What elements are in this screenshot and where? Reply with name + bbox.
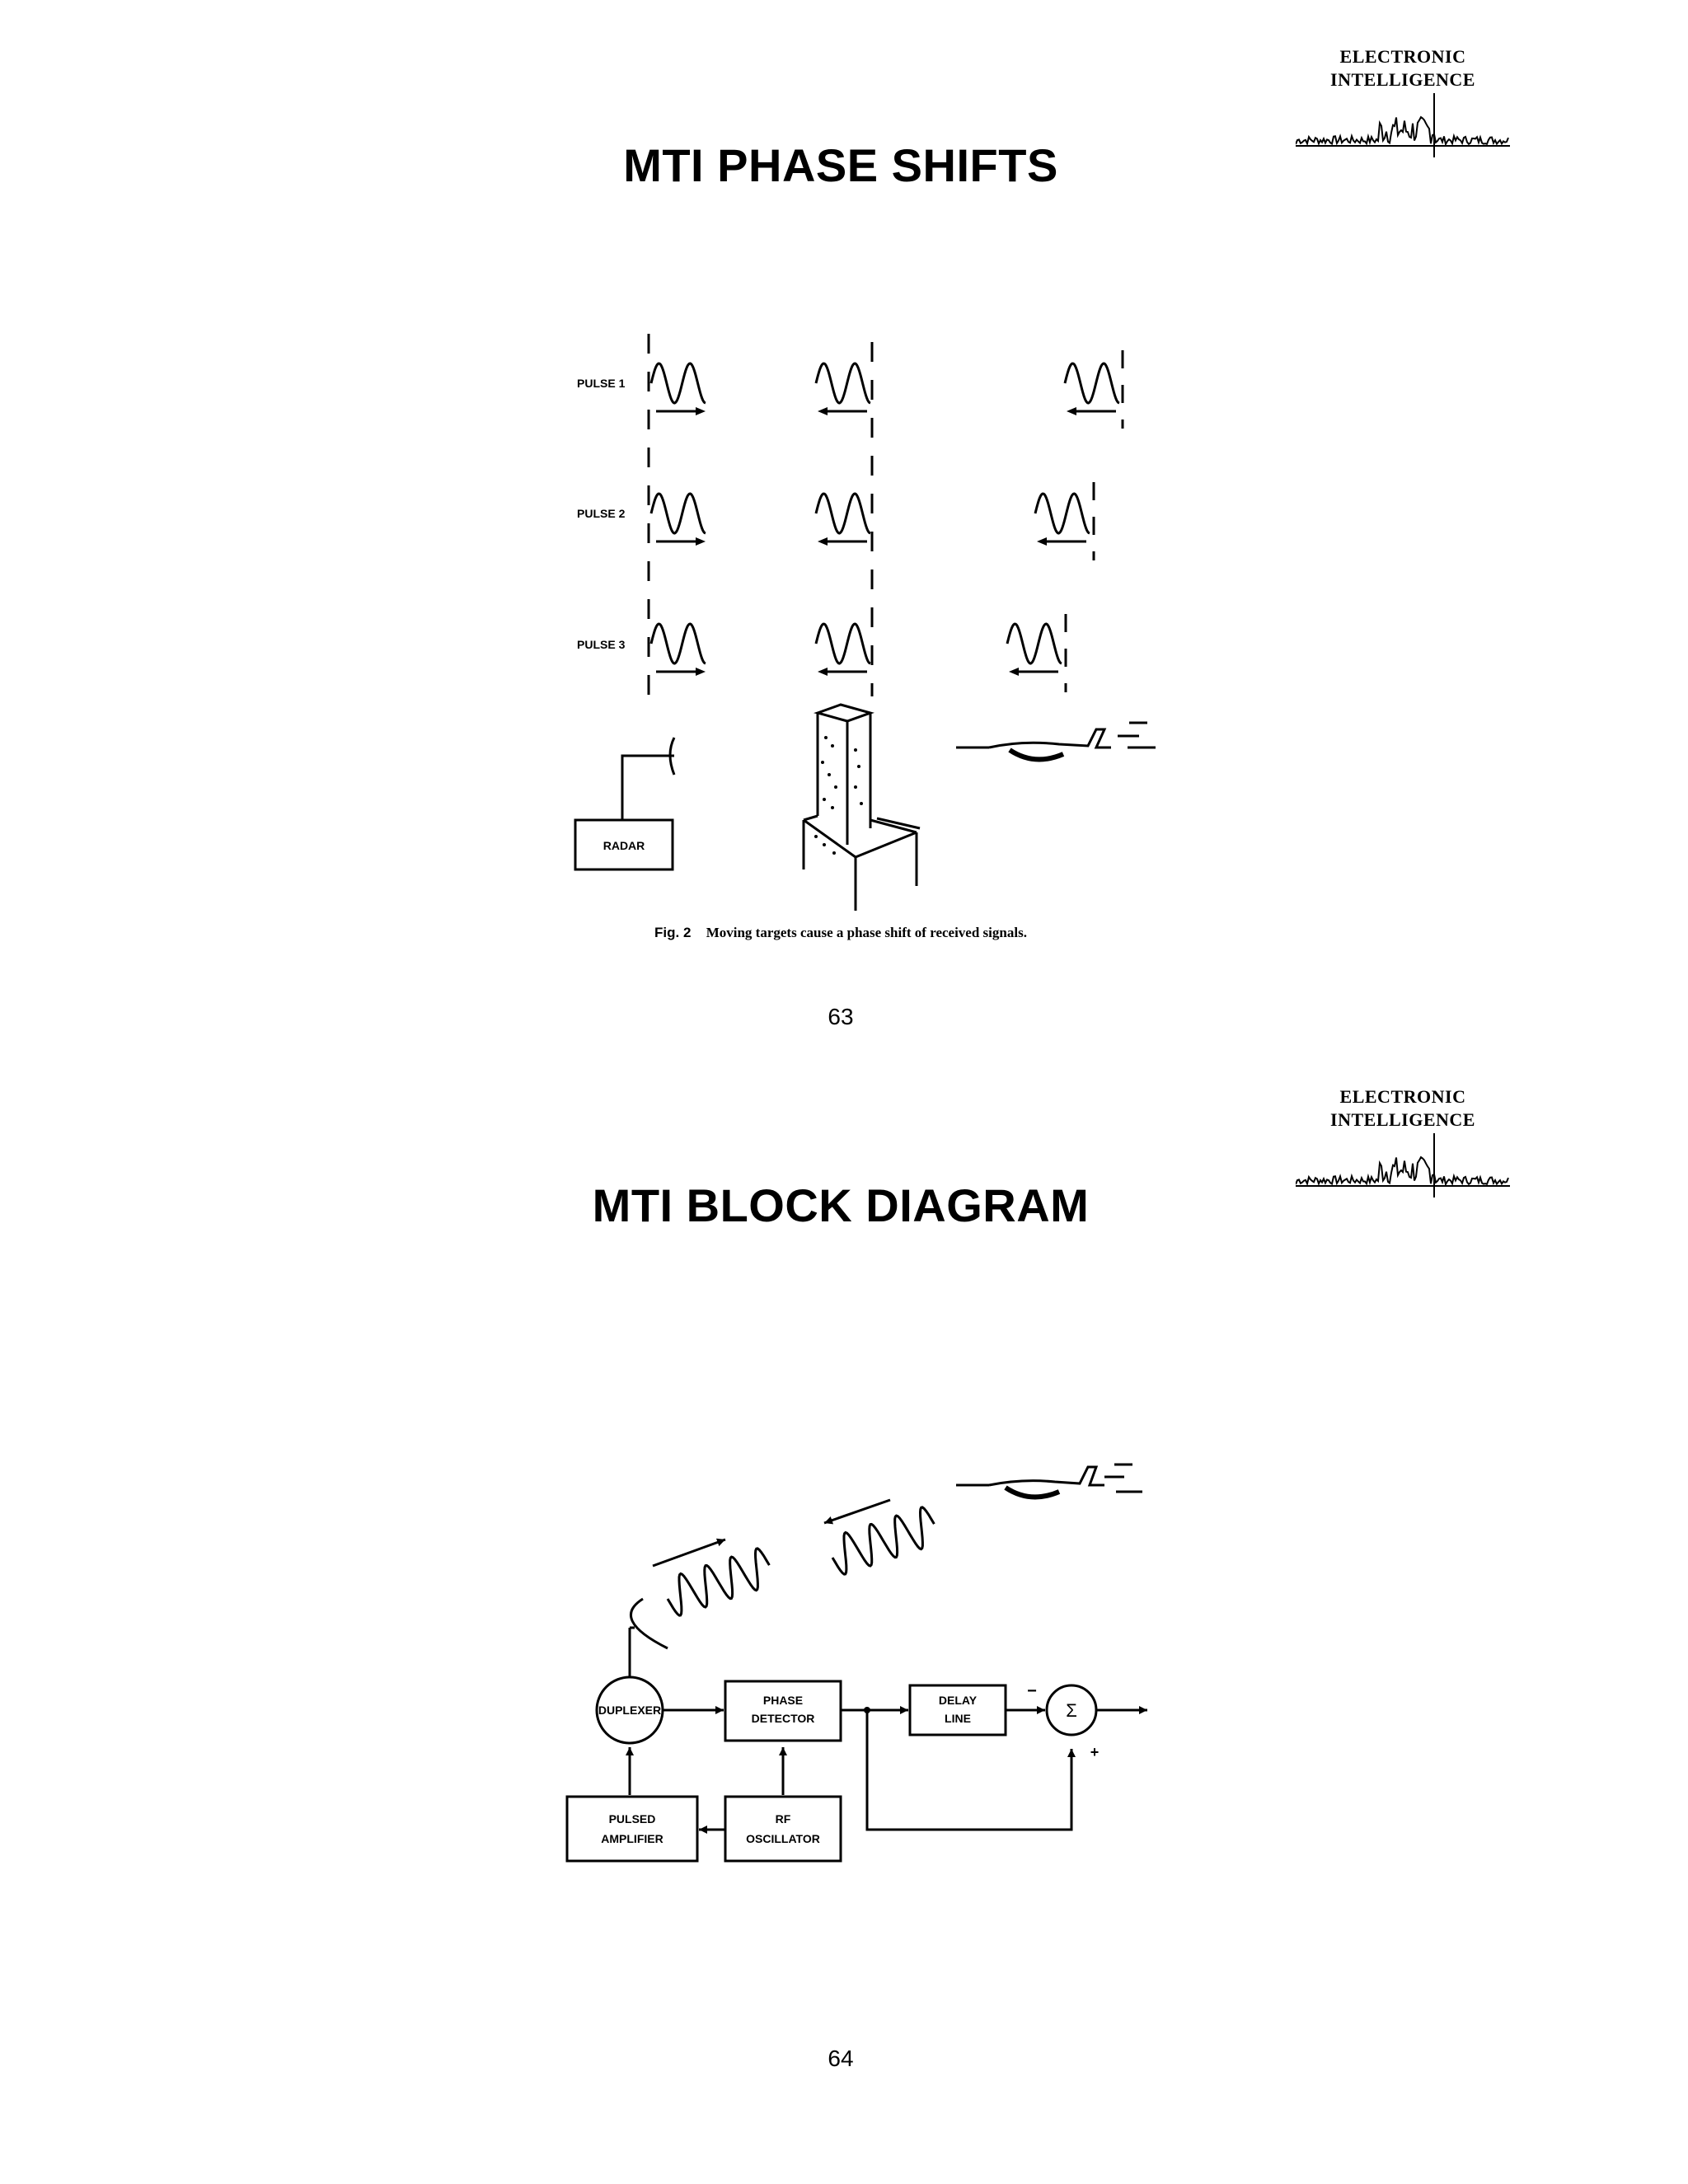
logo-top: ELECTRONIC INTELLIGENCE — [1296, 45, 1510, 169]
phase-shift-figure: PULSE 1 PULSE 2 PULSE 3 RADAR — [574, 334, 1156, 911]
svg-text:Σ: Σ — [1066, 1700, 1077, 1721]
pulse-wave — [1034, 492, 1090, 535]
arrow-head — [818, 407, 828, 415]
figure-caption-text: Moving targets cause a phase shift of re… — [706, 925, 1027, 940]
pulse-wave — [649, 622, 706, 665]
phase-detector-block: PHASE DETECTOR — [724, 1680, 842, 1742]
transmit-arrow — [652, 1538, 726, 1568]
aircraft-icon — [956, 1463, 1142, 1500]
arrow-head — [696, 407, 706, 415]
pulsed-amplifier-block: PULSED AMPLIFIER — [565, 1795, 699, 1863]
radar-label: RADAR — [603, 839, 645, 852]
rf-oscillator-block: RF OSCILLATOR — [724, 1795, 842, 1863]
pulse-waves — [649, 362, 1120, 676]
svg-text:PHASE: PHASE — [763, 1694, 803, 1707]
radar-box — [574, 818, 674, 871]
duplexer-block: DUPLEXER — [595, 1675, 664, 1745]
pulse-wave — [814, 622, 871, 665]
svg-text:OSCILLATOR: OSCILLATOR — [746, 1832, 820, 1845]
page-number: 64 — [828, 2046, 854, 2071]
page-number: 63 — [828, 1004, 854, 1029]
pulse-wave — [814, 492, 871, 535]
plus-sign: + — [1090, 1744, 1100, 1760]
logo-text: ELECTRONIC INTELLIGENCE — [1330, 46, 1475, 90]
figure-caption: Fig. 2 Moving targets cause a phase shif… — [0, 925, 1681, 941]
pulse-wave — [814, 362, 871, 405]
svg-text:DELAY: DELAY — [939, 1694, 978, 1707]
summer-block: Σ − + — [1027, 1682, 1099, 1760]
pulse-2-label: PULSE 2 — [577, 507, 626, 520]
pulse-wave — [649, 362, 706, 405]
pulse-wave — [649, 492, 706, 535]
svg-text:DETECTOR: DETECTOR — [752, 1712, 815, 1725]
logo-bottom: ELECTRONIC INTELLIGENCE — [1296, 1085, 1510, 1209]
page-title: MTI PHASE SHIFTS — [623, 139, 1058, 191]
pulse-wave — [1063, 362, 1120, 405]
transmitted-returned-waves — [652, 1498, 935, 1617]
building-windows — [814, 736, 863, 855]
arrow-head — [1009, 668, 1019, 676]
svg-text:DUPLEXER: DUPLEXER — [598, 1704, 661, 1717]
svg-text:LINE: LINE — [945, 1712, 971, 1725]
arrow-head — [818, 537, 828, 546]
arrow-head — [1037, 537, 1047, 546]
returned-wave — [831, 1506, 935, 1576]
arrow-head — [818, 668, 828, 676]
aircraft-icon — [956, 721, 1156, 762]
svg-text:RF: RF — [776, 1812, 791, 1825]
pulse-wave — [1006, 622, 1062, 665]
page-title: MTI BLOCK DIAGRAM — [592, 1179, 1090, 1231]
radar-dish-icon — [629, 1597, 668, 1650]
arrow-head — [696, 537, 706, 546]
svg-text:AMPLIFIER: AMPLIFIER — [601, 1832, 663, 1845]
arrow-head — [1067, 407, 1076, 415]
pulse-1-label: PULSE 1 — [577, 377, 626, 390]
waveform-logo-icon — [1296, 1133, 1510, 1197]
logo-text: ELECTRONIC INTELLIGENCE — [1330, 1086, 1475, 1130]
svg-text:PULSED: PULSED — [609, 1812, 656, 1825]
minus-sign: − — [1027, 1682, 1037, 1700]
pulse-labels: PULSE 1 PULSE 2 PULSE 3 — [577, 377, 626, 651]
return-arrow — [823, 1498, 891, 1525]
delay-line-block: DELAY LINE — [908, 1684, 1007, 1736]
mti-block-diagram: DUPLEXER PHASE DETECTOR DELAY LINE Σ − +… — [565, 1463, 1147, 1863]
waveform-logo-icon — [1296, 93, 1510, 157]
arrow-head — [696, 668, 706, 676]
pulse-3-label: PULSE 3 — [577, 638, 626, 651]
building-icon — [802, 703, 921, 911]
radar-dish-icon — [621, 737, 676, 820]
figure-label: Fig. 2 — [654, 925, 692, 940]
transmitted-wave — [666, 1547, 771, 1617]
